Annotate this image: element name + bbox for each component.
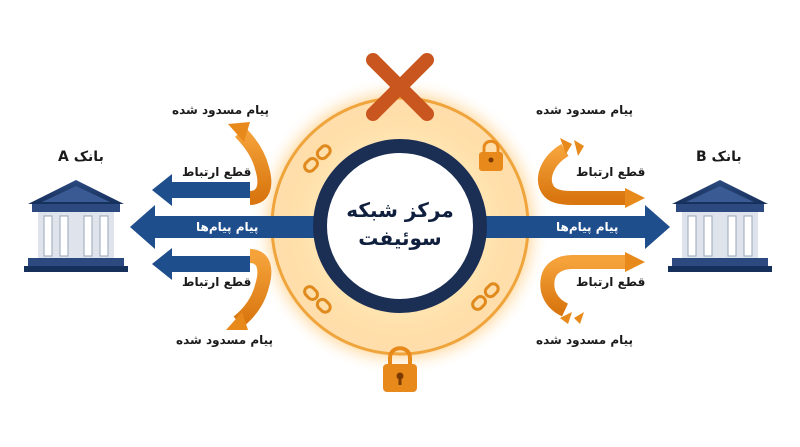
broken-chain-icon xyxy=(303,144,332,173)
left-top-blocked-label: پیام مسدود شده xyxy=(172,103,270,117)
hub-title: مرکز شبکه سوئیفت xyxy=(325,196,475,252)
right-upper-disconnect-arrow xyxy=(537,138,645,208)
left-bottom-disconnect-label: قطع ارتباط xyxy=(182,275,252,289)
x-cross-icon xyxy=(366,53,434,121)
right-message-arrow xyxy=(475,205,670,249)
lock-icon xyxy=(479,139,503,171)
left-lower-disconnect-arrow xyxy=(152,248,272,330)
left-top-disconnect-label: قطع ارتباط xyxy=(182,165,252,179)
left-messages-label: پیام پیام‌ها xyxy=(196,220,259,234)
bank-building-icon xyxy=(24,180,128,272)
left-message-arrow xyxy=(130,205,325,249)
broken-chain-icon xyxy=(471,282,500,311)
hub-background xyxy=(320,146,480,306)
hub-title-line2: سوئیفت xyxy=(358,226,442,250)
right-bottom-disconnect-label: قطع ارتباط xyxy=(576,275,646,289)
lock-icon xyxy=(383,346,417,392)
right-messages-label: پیام پیام‌ها xyxy=(556,220,619,234)
hub-title-line1: مرکز شبکه xyxy=(346,198,454,222)
right-bottom-blocked-label: پیام مسدود شده xyxy=(536,333,634,347)
hub-ring xyxy=(313,139,487,313)
left-bottom-blocked-label: پیام مسدود شده xyxy=(176,333,274,347)
right-top-blocked-label: پیام مسدود شده xyxy=(536,103,634,117)
left-bank-label: بانک A xyxy=(58,149,104,165)
left-upper-disconnect-arrow xyxy=(152,122,272,206)
right-lower-disconnect-arrow xyxy=(540,252,645,324)
right-top-disconnect-label: قطع ارتباط xyxy=(576,165,646,179)
right-bank-label: بانک B xyxy=(696,149,742,165)
bank-building-icon xyxy=(668,180,772,272)
